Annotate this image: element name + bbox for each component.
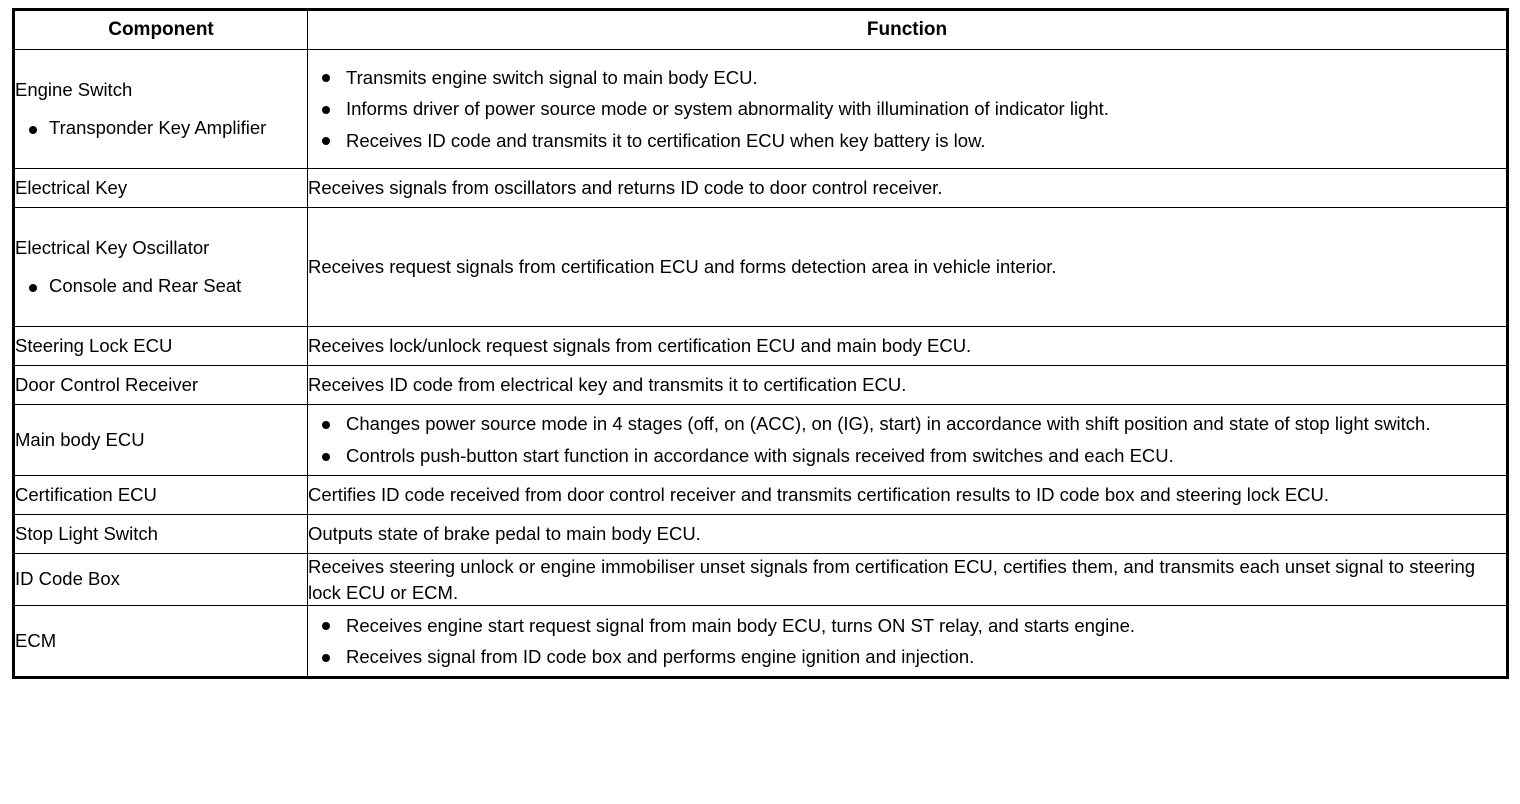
function-bullet-item: Receives signal from ID code box and per…: [308, 644, 1506, 670]
column-header-function: Function: [307, 9, 1508, 50]
function-bullet-text: Informs driver of power source mode or s…: [346, 98, 1109, 120]
cell-function: Outputs state of brake pedal to main bod…: [307, 514, 1508, 554]
table-row: Main body ECU Changes power source mode i…: [13, 404, 1508, 476]
cell-component: Electrical Key: [13, 168, 308, 208]
bullet-icon: [322, 421, 330, 430]
bullet-icon: [322, 105, 330, 114]
function-bullet-list: Receives engine start request signal fro…: [308, 613, 1506, 670]
component-label: Main body ECU: [15, 428, 145, 450]
function-text: Receives lock/unlock request signals fro…: [308, 335, 972, 357]
component-label: Steering Lock ECU: [15, 334, 173, 356]
component-subitem-list: Transponder Key Amplifier: [15, 116, 307, 140]
function-text: Receives request signals from certificat…: [308, 256, 1057, 278]
function-bullet-item: Receives ID code and transmits it to cer…: [308, 128, 1506, 154]
cell-function: Receives ID code from electrical key and…: [307, 365, 1508, 405]
function-text: Certifies ID code received from door con…: [308, 484, 1330, 506]
function-bullet-text: Controls push-button start function in a…: [346, 445, 1174, 466]
cell-function: Receives steering unlock or engine immob…: [307, 552, 1508, 607]
component-subitem-text: Transponder Key Amplifier: [49, 117, 267, 138]
component-label: Door Control Receiver: [15, 373, 199, 395]
component-label: Certification ECU: [15, 483, 157, 505]
table-row: Steering Lock ECU Receives lock/unlock re…: [13, 326, 1508, 366]
function-bullet-text: Receives engine start request signal fro…: [346, 614, 1136, 636]
cell-function: Receives lock/unlock request signals fro…: [307, 326, 1508, 366]
cell-component: Steering Lock ECU: [13, 326, 308, 366]
table-row: ID Code Box Receives steering unlock or e…: [13, 552, 1508, 607]
cell-function: Certifies ID code received from door con…: [307, 475, 1508, 515]
cell-function: Transmits engine switch signal to main b…: [307, 49, 1508, 169]
table-header-row: Component Function: [13, 9, 1508, 50]
function-bullet-text: Transmits engine switch signal to main b…: [346, 66, 758, 88]
table-row: Electrical Key Receives signals from osci…: [13, 168, 1508, 208]
table-row: Certification ECU Certifies ID code recei…: [13, 475, 1508, 515]
table-header: Component Function: [13, 9, 1508, 50]
function-text: Receives signals from oscillators and re…: [308, 177, 943, 199]
cell-function: Receives request signals from certificat…: [307, 207, 1508, 327]
cell-function: Receives engine start request signal fro…: [307, 605, 1508, 679]
function-bullet-list: Changes power source mode in 4 stages (o…: [308, 411, 1506, 468]
component-label: Electrical Key: [15, 176, 128, 198]
function-text: Receives ID code from electrical key and…: [308, 374, 907, 396]
function-bullet-item: Transmits engine switch signal to main b…: [308, 65, 1506, 91]
component-subitem: Console and Rear Seat: [15, 274, 307, 298]
bullet-icon: [322, 452, 330, 461]
bullet-icon: [322, 137, 330, 146]
component-label: Engine Switch: [15, 78, 133, 100]
function-text: Outputs state of brake pedal to main bod…: [308, 523, 701, 545]
cell-component: Main body ECU: [13, 404, 308, 476]
component-subitem: Transponder Key Amplifier: [15, 116, 307, 140]
component-subitem-list: Console and Rear Seat: [15, 274, 307, 298]
component-label: Electrical Key Oscillator: [15, 236, 210, 258]
component-label: ID Code Box: [15, 568, 120, 590]
function-bullet-text: Changes power source mode in 4 stages (o…: [346, 413, 1431, 435]
function-bullet-item: Controls push-button start function in a…: [308, 443, 1506, 469]
bullet-icon: [322, 653, 330, 662]
column-header-component: Component: [13, 9, 308, 50]
function-bullet-text: Receives signal from ID code box and per…: [346, 646, 975, 668]
bullet-icon: [322, 74, 330, 83]
component-label: Stop Light Switch: [15, 522, 158, 544]
function-bullet-item: Receives engine start request signal fro…: [308, 613, 1506, 639]
component-label: ECM: [15, 629, 57, 651]
bullet-icon: [29, 283, 37, 292]
function-bullet-text: Receives ID code and transmits it to cer…: [346, 129, 986, 151]
function-bullet-item: Informs driver of power source mode or s…: [308, 96, 1506, 122]
bullet-icon: [29, 125, 37, 134]
cell-function: Changes power source mode in 4 stages (o…: [307, 404, 1508, 476]
cell-component: ECM: [13, 605, 308, 679]
cell-component: Stop Light Switch: [13, 514, 308, 554]
function-bullet-list: Transmits engine switch signal to main b…: [308, 65, 1506, 154]
bullet-icon: [322, 622, 330, 631]
cell-component: ID Code Box: [13, 552, 308, 607]
table-row: ECM Receives engine start request signal …: [13, 605, 1508, 679]
cell-function: Receives signals from oscillators and re…: [307, 168, 1508, 208]
table-row: Stop Light Switch Outputs state of brake …: [13, 514, 1508, 554]
component-subitem-text: Console and Rear Seat: [49, 275, 242, 296]
cell-component: Certification ECU: [13, 475, 308, 515]
cell-component: Door Control Receiver: [13, 365, 308, 405]
function-bullet-item: Changes power source mode in 4 stages (o…: [308, 411, 1506, 437]
function-text: Receives steering unlock or engine immob…: [308, 556, 1476, 603]
table-row: Door Control Receiver Receives ID code fr…: [13, 365, 1508, 405]
